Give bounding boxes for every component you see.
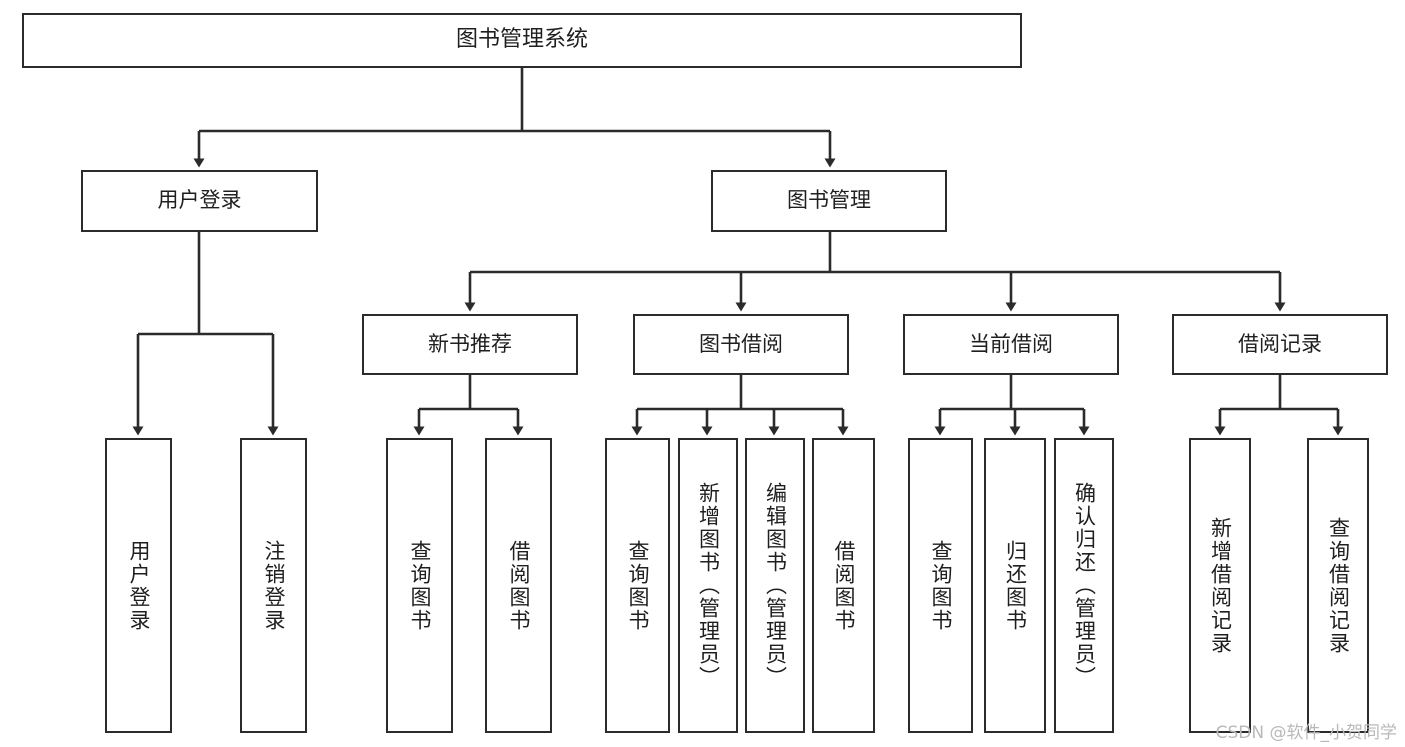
node-label: 确认归还（管理员） — [1072, 482, 1097, 689]
node-label: 注销登录 — [262, 539, 286, 632]
node-leaf-user-login[interactable]: 用户登录 — [105, 438, 172, 733]
node-book-management[interactable]: 图书管理 — [711, 170, 947, 232]
node-leaf-query-book-borrow[interactable]: 查询图书 — [605, 438, 670, 733]
node-label: 借阅记录 — [1238, 331, 1322, 356]
node-leaf-return-book[interactable]: 归还图书 — [984, 438, 1046, 733]
node-leaf-borrow-book[interactable]: 借阅图书 — [812, 438, 875, 733]
node-label: 编辑图书（管理员） — [763, 482, 788, 689]
node-label: 查询图书 — [626, 539, 650, 632]
node-label: 新增图书（管理员） — [696, 482, 721, 689]
node-leaf-user-logout[interactable]: 注销登录 — [240, 438, 307, 733]
node-user-login[interactable]: 用户登录 — [81, 170, 318, 232]
node-leaf-query-borrow-record[interactable]: 查询借阅记录 — [1307, 438, 1369, 733]
csdn-watermark: CSDN @软件_小贺同学 — [1215, 723, 1397, 743]
node-leaf-query-book-recommend[interactable]: 查询图书 — [386, 438, 453, 733]
node-label: 查询图书 — [929, 539, 953, 632]
node-label: 当前借阅 — [969, 331, 1053, 356]
node-root-book-management-system[interactable]: 图书管理系统 — [22, 13, 1022, 68]
node-label: 图书管理系统 — [455, 27, 588, 53]
node-label: 新增借阅记录 — [1208, 516, 1233, 655]
node-leaf-borrow-book-recommend[interactable]: 借阅图书 — [485, 438, 552, 733]
node-label: 归还图书 — [1003, 539, 1028, 632]
node-leaf-confirm-return-admin[interactable]: 确认归还（管理员） — [1054, 438, 1114, 733]
node-label: 新书推荐 — [428, 331, 512, 356]
node-label: 借阅图书 — [832, 539, 856, 632]
node-borrow-record[interactable]: 借阅记录 — [1172, 314, 1388, 375]
node-label: 用户登录 — [157, 188, 242, 213]
node-leaf-edit-book-admin[interactable]: 编辑图书（管理员） — [745, 438, 805, 733]
node-label: 图书借阅 — [699, 331, 783, 356]
node-label: 借阅图书 — [507, 539, 531, 632]
node-label: 图书管理 — [787, 188, 871, 213]
node-leaf-add-book-admin[interactable]: 新增图书（管理员） — [678, 438, 738, 733]
node-book-borrow[interactable]: 图书借阅 — [633, 314, 849, 375]
node-new-book-recommend[interactable]: 新书推荐 — [362, 314, 578, 375]
node-leaf-query-book-current[interactable]: 查询图书 — [908, 438, 973, 733]
node-label: 用户登录 — [127, 539, 151, 632]
node-label: 查询图书 — [408, 539, 432, 632]
node-current-borrow[interactable]: 当前借阅 — [903, 314, 1119, 375]
node-leaf-add-borrow-record[interactable]: 新增借阅记录 — [1189, 438, 1251, 733]
node-label: 查询借阅记录 — [1326, 516, 1351, 655]
